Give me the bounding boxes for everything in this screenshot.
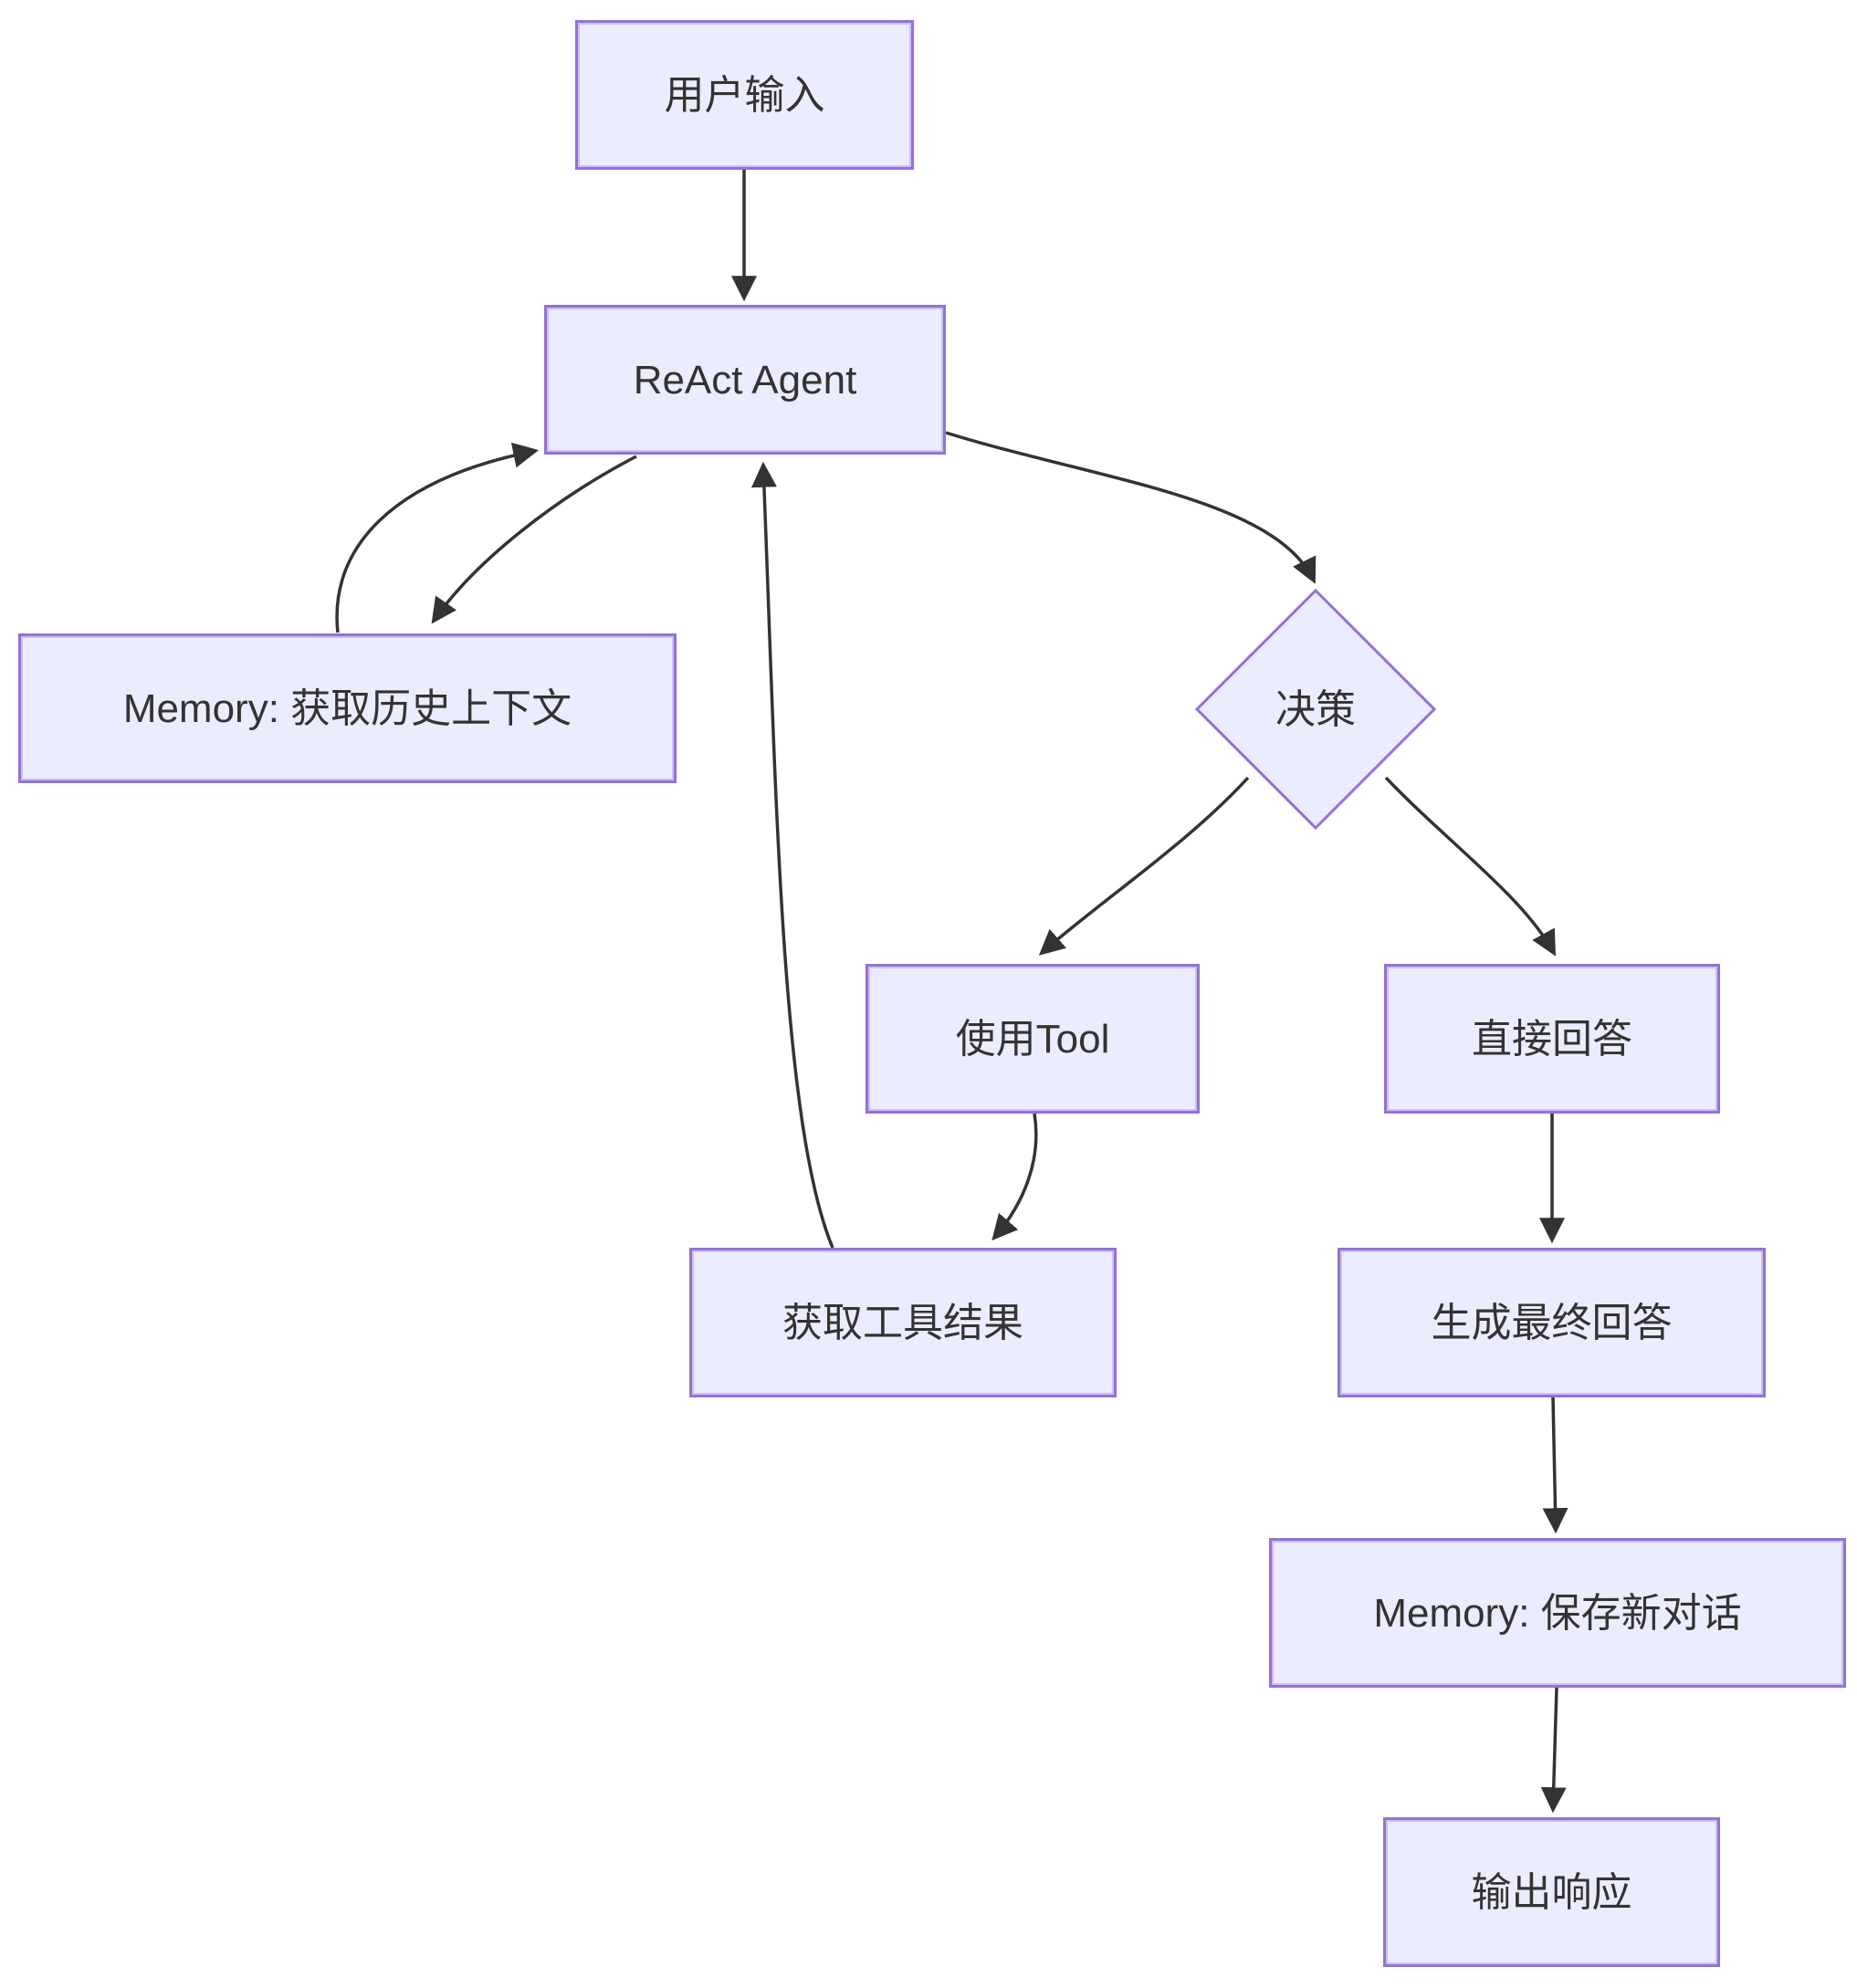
node-final-answer: 生成最终回答 bbox=[1338, 1248, 1766, 1397]
node-memory-get-label: Memory: 获取历史上下文 bbox=[122, 685, 572, 731]
node-memory-get: Memory: 获取历史上下文 bbox=[18, 633, 677, 783]
edge-react-agent-to-memory-get bbox=[431, 455, 637, 624]
edge-memory-save-to-output bbox=[1540, 1687, 1567, 1814]
node-use-tool-label: 使用Tool bbox=[955, 1016, 1110, 1062]
node-direct-answer: 直接回答 bbox=[1384, 964, 1720, 1114]
node-memory-save-label: Memory: 保存新对话 bbox=[1373, 1590, 1742, 1636]
node-direct-answer-label: 直接回答 bbox=[1472, 1016, 1632, 1062]
node-memory-save: Memory: 保存新对话 bbox=[1269, 1538, 1846, 1688]
node-output: 输出响应 bbox=[1383, 1817, 1720, 1967]
edge-memory-get-to-react-agent bbox=[335, 442, 540, 633]
node-output-label: 输出响应 bbox=[1471, 1869, 1632, 1915]
node-decision-label: 决策 bbox=[1275, 686, 1356, 732]
node-tool-result: 获取工具结果 bbox=[689, 1248, 1117, 1397]
node-user-input: 用户输入 bbox=[575, 20, 914, 170]
node-final-answer-label: 生成最终回答 bbox=[1431, 1300, 1673, 1345]
edge-use-tool-to-tool-result bbox=[991, 1113, 1038, 1241]
edge-final-answer-to-memory-save bbox=[1542, 1397, 1568, 1534]
node-decision: 决策 bbox=[1206, 673, 1425, 746]
decision-diamond bbox=[1194, 588, 1437, 831]
node-react-agent-label: ReAct Agent bbox=[633, 357, 857, 403]
node-tool-result-label: 获取工具结果 bbox=[782, 1300, 1023, 1345]
node-user-input-label: 用户输入 bbox=[664, 72, 825, 118]
edge-decision-to-use-tool bbox=[1038, 776, 1250, 956]
edge-react-agent-to-decision bbox=[945, 431, 1317, 584]
node-react-agent: ReAct Agent bbox=[544, 305, 946, 455]
node-use-tool: 使用Tool bbox=[866, 964, 1200, 1114]
edge-tool-result-to-react-agent bbox=[750, 461, 834, 1249]
edge-decision-to-direct-answer bbox=[1384, 776, 1557, 957]
